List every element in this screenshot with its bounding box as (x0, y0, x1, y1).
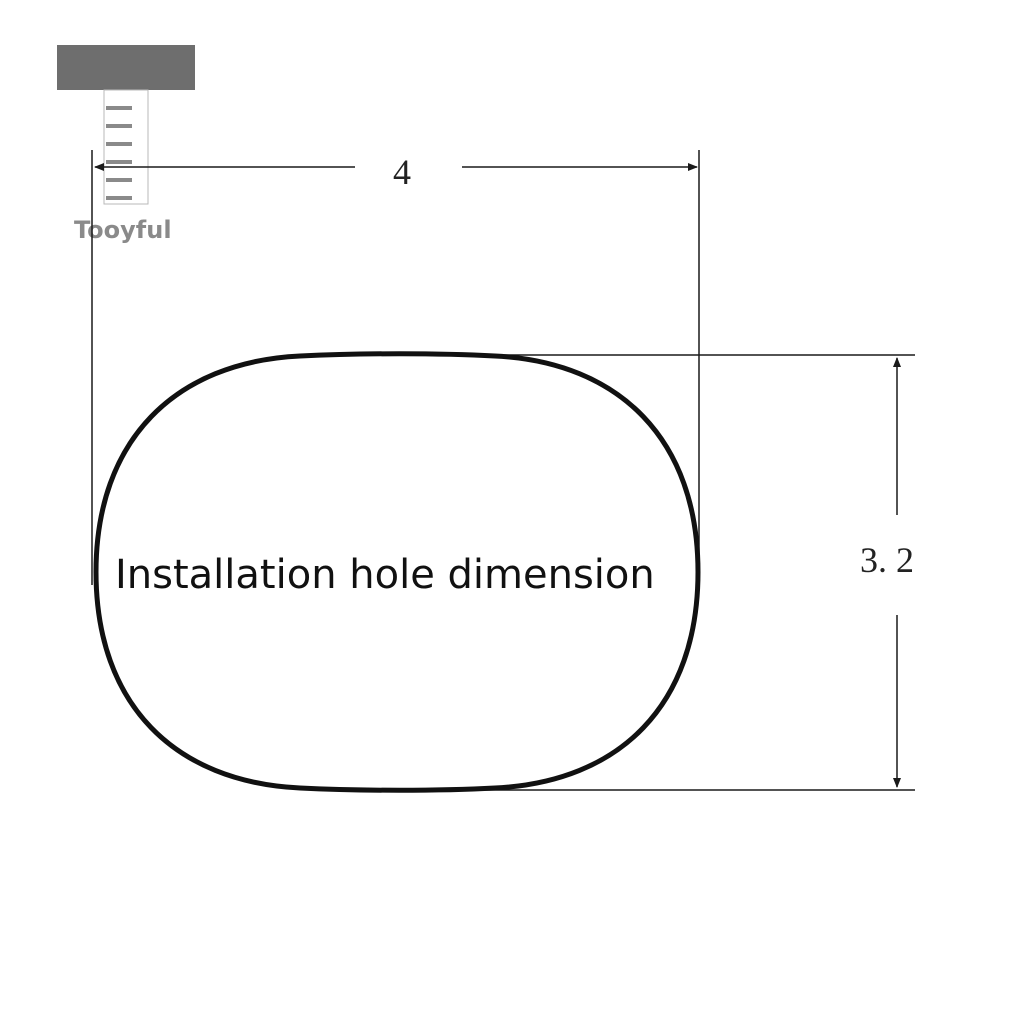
width-label: 4 (393, 152, 411, 192)
logo-text: Tooyful (74, 216, 172, 244)
height-dimension: 3. 2 (470, 354, 915, 791)
logo-bar (57, 45, 195, 90)
brand-logo: Tooyful (57, 45, 195, 244)
logo-stem-ticks (106, 106, 132, 200)
diagram-caption: Installation hole dimension (115, 552, 655, 598)
width-dimension: 4 (91, 150, 700, 585)
installation-hole-outline (93, 351, 701, 793)
height-label: 3. 2 (860, 540, 914, 580)
